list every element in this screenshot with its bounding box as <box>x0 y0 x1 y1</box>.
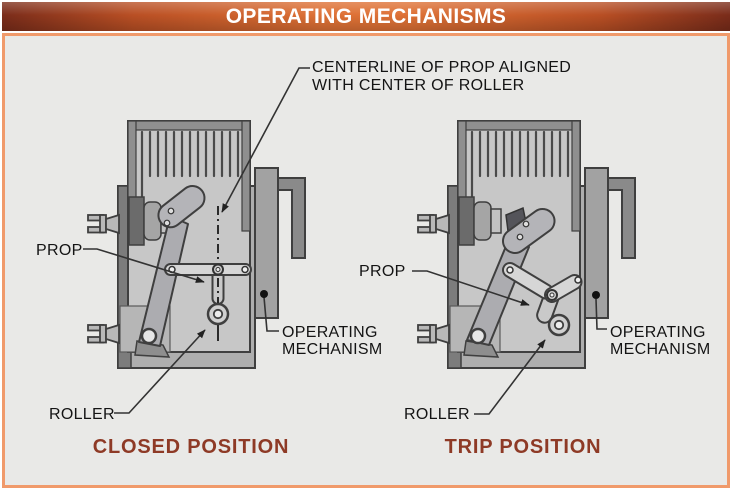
operating-mechanism-leader-trip <box>595 298 607 330</box>
operating-mechanism-label-trip: OPERATING MECHANISM <box>610 324 711 358</box>
lever-head-hole <box>522 220 530 228</box>
centerline-note: CENTERLINE OF PROP ALIGNED WITH CENTER O… <box>312 59 572 94</box>
leader-dot <box>592 291 600 299</box>
leader-dot <box>260 290 268 298</box>
roller-label-closed: ROLLER <box>49 406 115 423</box>
centerline-leader <box>221 67 310 213</box>
trip-position-caption: TRIP POSITION <box>444 436 602 458</box>
roller-leader-closed <box>114 329 206 414</box>
leader-lines <box>83 67 607 415</box>
roller-hole <box>553 319 565 331</box>
prop-label-closed: PROP <box>36 242 83 259</box>
prop-bar-hole <box>241 265 249 274</box>
prop-leader-closed <box>83 248 205 283</box>
lever-head-hole <box>516 233 524 241</box>
closed-position-caption: CLOSED POSITION <box>92 436 290 458</box>
lever-pivot <box>469 327 487 345</box>
figure-title-bar: OPERATING MECHANISMS <box>2 2 730 31</box>
lever-head <box>502 208 556 254</box>
prop-pivot-hole <box>215 267 221 272</box>
operating-mechanism-label-closed: OPERATING MECHANISM <box>282 324 383 358</box>
figure-title: OPERATING MECHANISMS <box>225 4 507 28</box>
lever-head <box>157 184 206 229</box>
trip-mechanism <box>463 206 583 358</box>
lever-pivot <box>140 327 158 345</box>
roller-leader-trip <box>474 339 546 415</box>
roller-hole <box>212 308 224 320</box>
roller-label-trip: ROLLER <box>404 406 470 423</box>
lever-arm <box>138 215 189 347</box>
toggle-link-hole <box>574 276 582 284</box>
knee-pivot-hole <box>549 292 555 298</box>
operating-mechanism-leader-closed <box>263 296 279 332</box>
prop-leader-trip <box>412 270 530 306</box>
prop-label-trip: PROP <box>359 263 406 280</box>
toggle-link-hole <box>506 266 514 274</box>
lever-head-hole <box>167 207 175 215</box>
lever-head-hole <box>163 219 171 227</box>
closed-mechanism <box>134 184 252 358</box>
